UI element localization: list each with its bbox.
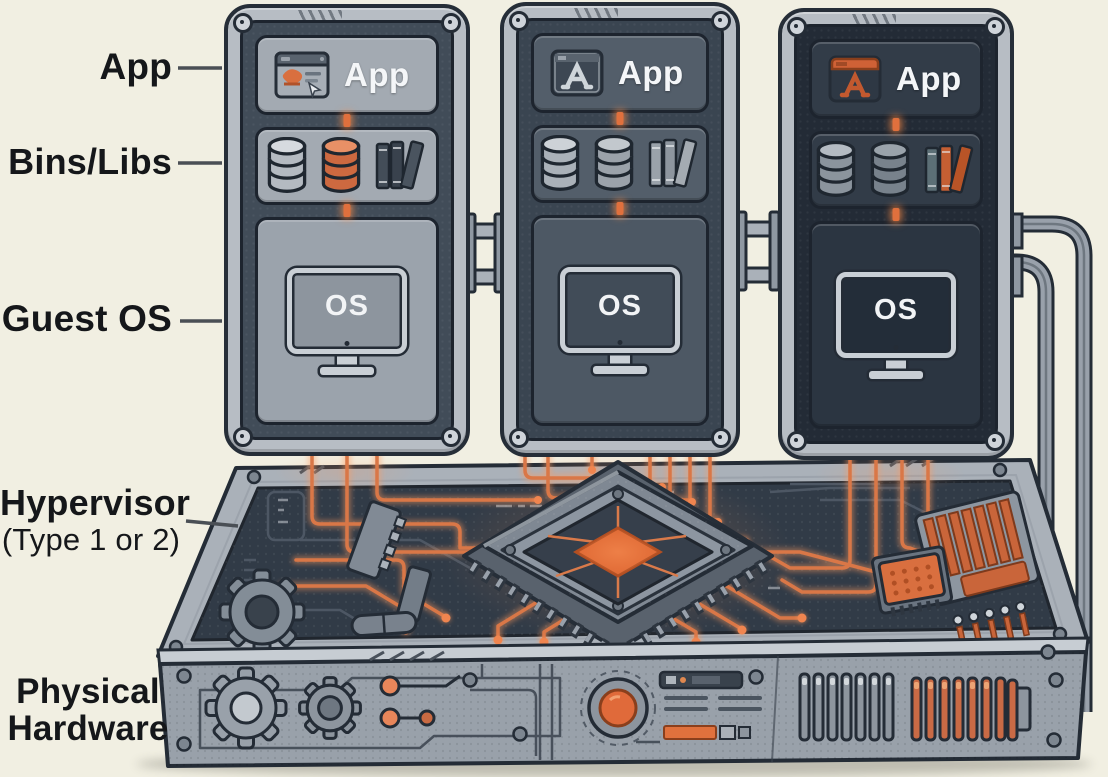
guest-os-layer-panel: OS: [531, 215, 709, 426]
app-store-a-icon: [550, 49, 604, 97]
label-connector-lines: [178, 66, 239, 528]
label-app: App: [99, 46, 172, 87]
screw-icon: [441, 427, 461, 447]
guest-os-layer-panel: OS: [809, 221, 983, 429]
cpu-chip-icon: [462, 460, 774, 659]
screw-icon: [233, 13, 253, 33]
label-guest-os: Guest OS: [1, 298, 172, 339]
screw-icon: [787, 431, 807, 451]
screw-icon: [233, 427, 253, 447]
books-icon: [375, 140, 425, 190]
capacitor-icon: [350, 610, 418, 638]
label-physical-line1: Physical: [16, 672, 160, 711]
screw-icon: [985, 431, 1005, 451]
data-flow-connector: [616, 202, 624, 215]
screw-icon: [985, 17, 1005, 37]
vm-tower-3: App: [778, 8, 1014, 460]
orange-chip-icon: [870, 545, 954, 617]
screw-icon: [441, 13, 461, 33]
data-flow-connector: [616, 112, 624, 125]
data-flow-connector: [892, 208, 900, 221]
label-physical-line2: Hardware: [7, 708, 169, 748]
label-hypervisor-type: (Type 1 or 2): [1, 521, 181, 557]
monitor-icon: OS: [560, 267, 680, 374]
app-label: App: [896, 60, 962, 97]
vm-chassis: App: [794, 24, 998, 444]
hatch-marks: [850, 14, 896, 24]
os-label: OS: [325, 290, 369, 322]
screw-icon: [711, 428, 731, 448]
bins-libs-layer-panel: [255, 127, 439, 205]
app-label: App: [344, 56, 410, 93]
power-button-icon: [580, 670, 656, 746]
guest-os-layer-panel: OS: [255, 217, 439, 425]
database-icon: [594, 135, 634, 191]
monitor-icon: OS: [287, 267, 407, 375]
hatch-marks: [572, 8, 618, 18]
browser-window-icon: [274, 51, 330, 99]
data-flow-connector: [343, 114, 351, 127]
vm-tower-2: App: [500, 2, 740, 457]
os-label: OS: [598, 289, 642, 322]
monitor-icon: OS: [836, 271, 956, 379]
database-icon: [321, 137, 361, 193]
gear-icon: [298, 676, 362, 740]
screw-icon: [787, 17, 807, 37]
database-icon: [870, 141, 910, 197]
vm-tower-1: App: [224, 4, 470, 456]
vent-grille-icon: [910, 676, 1032, 742]
pin-header-icon: [952, 601, 1030, 650]
heatsink-icon: [914, 490, 1040, 606]
data-flow-connector: [892, 118, 900, 131]
gear-icon: [204, 666, 288, 750]
database-icon: [816, 141, 856, 197]
orange-a-app-icon: [828, 55, 882, 103]
database-icon: [267, 137, 307, 193]
os-label: OS: [874, 294, 918, 326]
app-label: App: [618, 54, 684, 91]
books-icon: [924, 144, 974, 194]
database-icon: [540, 135, 580, 191]
vent-grille-icon: [798, 672, 895, 742]
gear-icon: [218, 568, 306, 656]
books-icon: [648, 138, 698, 188]
bins-libs-layer-panel: [531, 125, 709, 203]
hardware-front-face: [156, 636, 1090, 768]
screw-icon: [509, 428, 529, 448]
screw-icon: [711, 11, 731, 31]
app-layer-panel: App: [531, 33, 709, 113]
label-hypervisor-main: Hypervisor: [0, 482, 191, 523]
vm-chassis: App: [240, 20, 454, 440]
hatch-marks: [296, 10, 342, 20]
label-physical-hardware: Physical Hardware: [0, 672, 176, 748]
status-display-icon: [658, 670, 762, 711]
data-flow-connector: [343, 204, 351, 217]
label-bins-libs: Bins/Libs: [8, 141, 172, 182]
connector-dots: [379, 674, 461, 729]
label-hypervisor: Hypervisor (Type 1 or 2): [0, 484, 190, 557]
screw-icon: [509, 11, 529, 31]
app-layer-panel: App: [255, 35, 439, 115]
dip-chip-icon: [346, 500, 408, 580]
vm-chassis: App: [516, 18, 724, 441]
app-layer-panel: App: [809, 39, 983, 119]
progress-bar-icon: [663, 725, 751, 740]
bins-libs-layer-panel: [809, 131, 983, 209]
